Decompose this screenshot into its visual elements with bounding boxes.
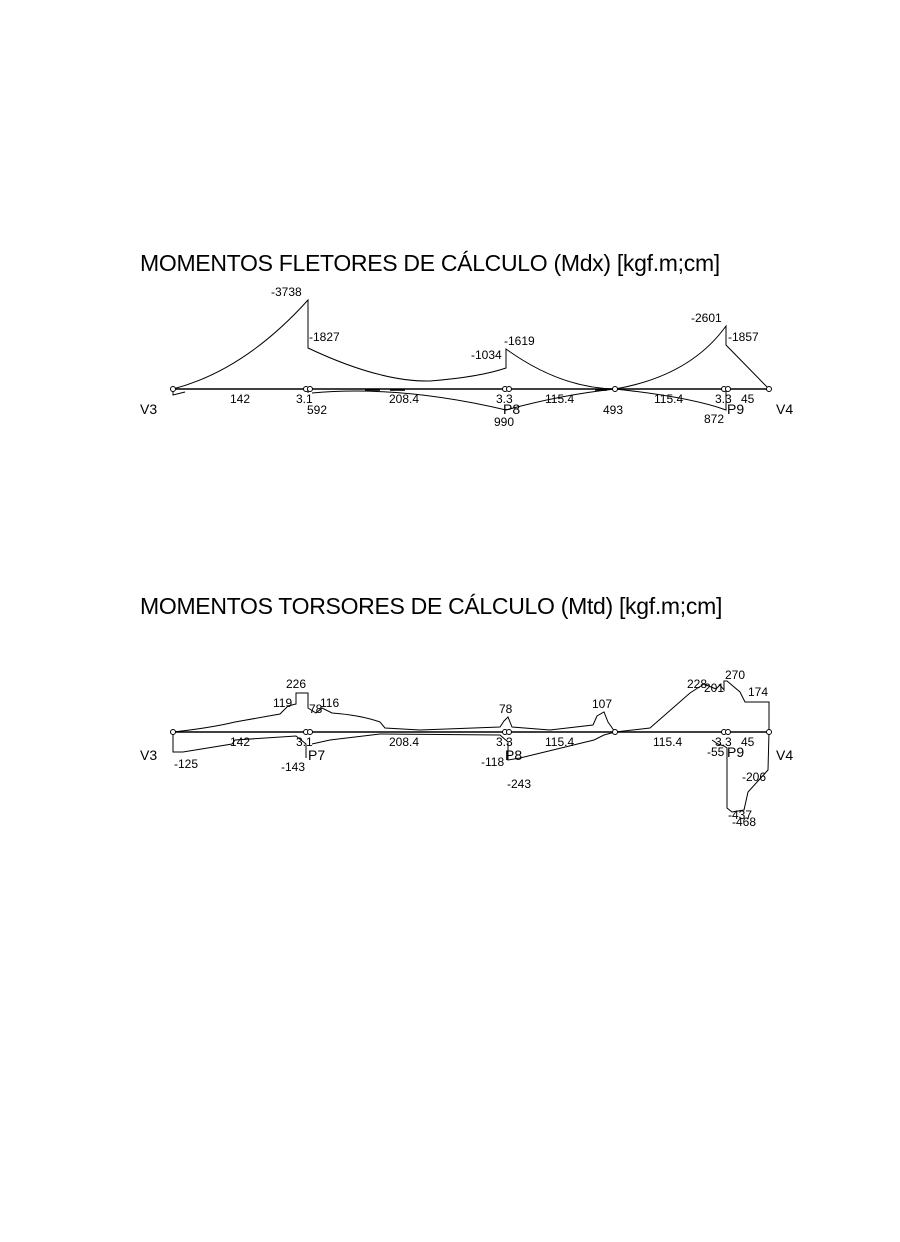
- torsion-span-label: 115.4: [545, 735, 574, 749]
- bending-negative-moment-curve: [172, 298, 770, 390]
- bending-value-label: 872: [704, 412, 724, 426]
- bending-value-label: 990: [494, 415, 514, 429]
- bending-span-label: 3.3: [715, 392, 732, 406]
- bending-value-label: 592: [307, 403, 327, 417]
- torsion-positive-curve: [172, 680, 770, 733]
- torsion-diagram: V3 V4 P7 P8 P9 142 3.1 208.4 3.3 115.4 1…: [140, 668, 793, 829]
- torsion-support-p9: P9: [727, 744, 744, 760]
- torsion-span-label: 45: [741, 735, 755, 749]
- torsion-support-right: V4: [776, 747, 793, 763]
- bending-node: [725, 386, 731, 392]
- torsion-support-left: V3: [140, 747, 157, 763]
- bending-span-label: 142: [230, 392, 250, 406]
- torsion-span-label: 3.3: [715, 735, 732, 749]
- bending-diagram: V3 V4 P8 P9 142 3.1 208.4 3.3 115.4 115.…: [140, 285, 793, 429]
- torsion-value-label: 226: [286, 677, 306, 691]
- torsion-value-label: 228: [687, 677, 707, 691]
- torsion-span-label: 3.1: [296, 735, 313, 749]
- bending-span-label: 115.4: [654, 392, 683, 406]
- torsion-value-label: 116: [320, 696, 339, 710]
- torsion-value-label: -468: [732, 815, 756, 829]
- torsion-value-label: -55: [707, 745, 725, 759]
- torsion-support-p8: P8: [505, 747, 522, 763]
- torsion-node: [612, 729, 618, 735]
- torsion-value-label: 119: [273, 696, 292, 710]
- bending-value-label: -2601: [691, 311, 722, 325]
- torsion-negative-curve: [172, 731, 770, 813]
- bending-node: [612, 386, 618, 392]
- bending-node: [766, 386, 772, 392]
- bending-support-right: V4: [776, 401, 793, 417]
- torsion-span-label: 3.3: [496, 735, 513, 749]
- torsion-node: [170, 729, 176, 735]
- torsion-support-p7: P7: [308, 747, 325, 763]
- bending-moment-title: MOMENTOS FLETORES DE CÁLCULO (Mdx) [kgf.…: [140, 250, 720, 276]
- bending-support-left: V3: [140, 401, 157, 417]
- torsion-value-label: 174: [748, 685, 768, 699]
- bending-support-p9: P9: [727, 401, 744, 417]
- torsion-value-label: 107: [592, 697, 612, 711]
- bending-value-label: -1827: [309, 330, 340, 344]
- torsion-value-label: -143: [281, 760, 305, 774]
- torsion-node: [766, 729, 772, 735]
- torsion-node: [307, 729, 313, 735]
- bending-value-label: -1619: [504, 334, 535, 348]
- torsion-value-label: 201: [704, 681, 724, 695]
- bending-node: [307, 386, 313, 392]
- torsion-value-label: -206: [742, 770, 766, 784]
- bending-span-label: 3.1: [296, 392, 313, 406]
- bending-span-label: 208.4: [389, 392, 419, 406]
- torsion-value-label: 78: [309, 702, 323, 716]
- torsion-value-label: -125: [174, 757, 198, 771]
- torsion-node: [725, 729, 731, 735]
- torsion-value-label: 78: [499, 702, 513, 716]
- bending-node: [170, 386, 176, 392]
- bending-value-label: -1857: [728, 330, 759, 344]
- torsion-value-label: -437: [728, 808, 752, 822]
- torsion-span-label: 115.4: [653, 735, 682, 749]
- torsion-span-label: 142: [230, 735, 250, 749]
- bending-value-label: 493: [603, 403, 623, 417]
- torsion-span-label: 208.4: [389, 735, 419, 749]
- torsion-value-label: 270: [725, 668, 745, 682]
- bending-support-p8: P8: [503, 401, 520, 417]
- bending-value-label: -3738: [271, 285, 302, 299]
- torsion-value-label: -243: [507, 777, 531, 791]
- bending-value-label: -1034: [471, 348, 502, 362]
- torsion-value-label: -118: [481, 755, 504, 769]
- bending-span-label: 45: [741, 392, 755, 406]
- bending-node: [506, 386, 512, 392]
- bending-span-label: 3.3: [496, 392, 513, 406]
- bending-span-label: 115.4: [545, 392, 574, 406]
- torsion-node: [506, 729, 512, 735]
- torsion-moment-title: MOMENTOS TORSORES DE CÁLCULO (Mtd) [kgf.…: [140, 593, 723, 619]
